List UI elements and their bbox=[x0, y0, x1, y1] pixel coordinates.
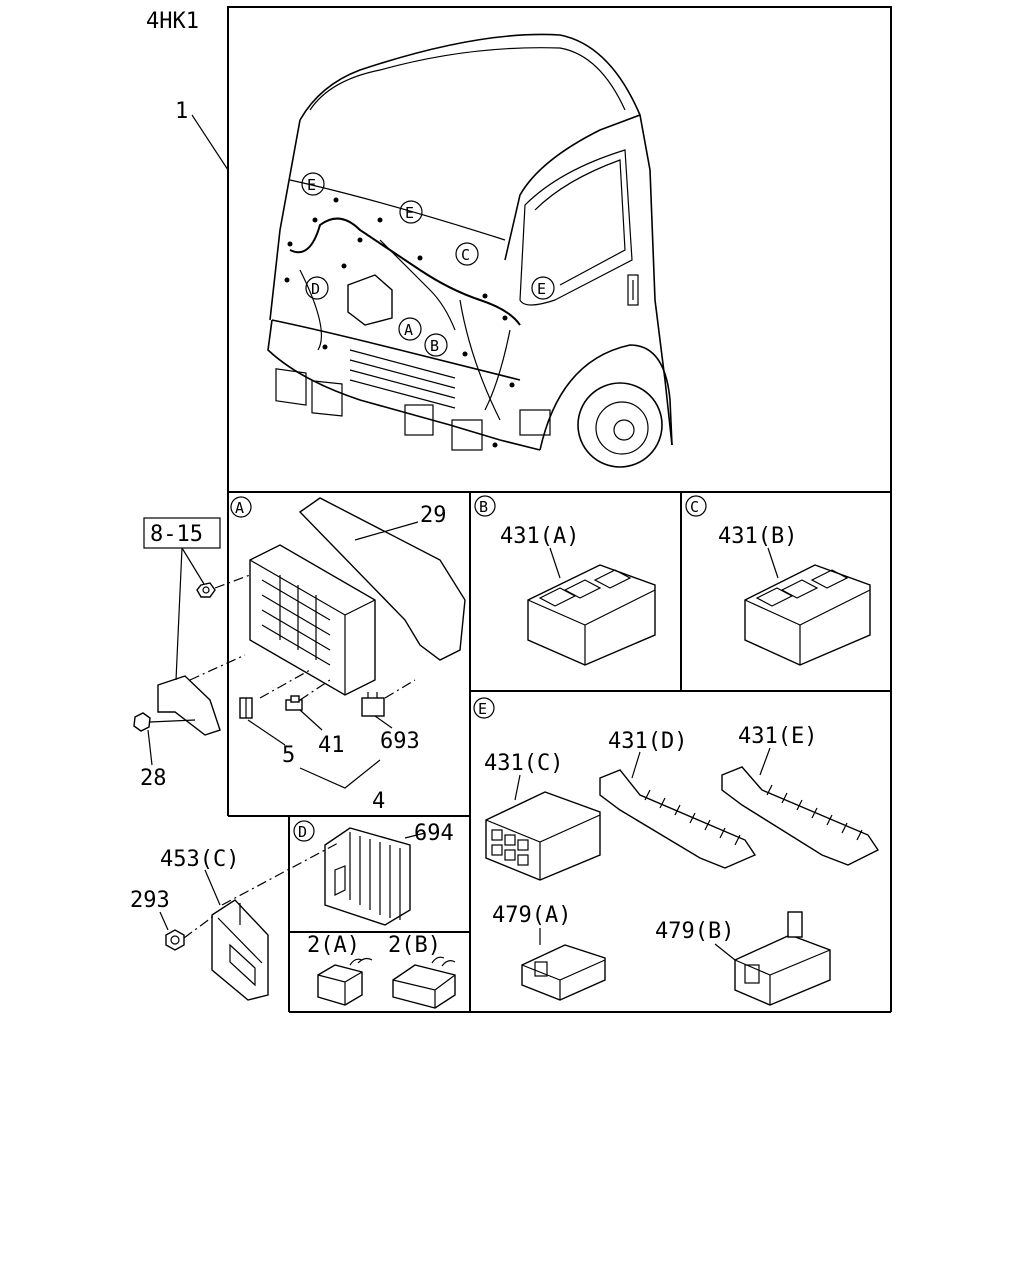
connector-431D bbox=[599, 769, 757, 869]
svg-text:E: E bbox=[537, 280, 546, 298]
detail-marker-E-3: E bbox=[531, 276, 555, 300]
panel-C-marker: C bbox=[685, 495, 707, 517]
relay-2A bbox=[317, 957, 373, 1006]
svg-text:A: A bbox=[404, 321, 413, 339]
svg-text:E: E bbox=[478, 700, 487, 718]
detail-marker-D-1: D bbox=[305, 276, 329, 300]
svg-text:C: C bbox=[690, 498, 699, 516]
svg-text:D: D bbox=[311, 280, 320, 298]
callout-ecu-453C: 453(C) bbox=[160, 847, 239, 872]
detail-marker-C-1: C bbox=[455, 242, 479, 266]
callout-module-694: 694 bbox=[414, 821, 454, 846]
fuse-box-bracket bbox=[157, 675, 221, 736]
fuse-box bbox=[249, 544, 376, 696]
connector-479B bbox=[734, 911, 831, 1006]
callout-431A: 431(A) bbox=[500, 524, 579, 549]
callout-nut-293: 293 bbox=[130, 888, 170, 913]
connector-479A bbox=[521, 944, 606, 1001]
callout-ref-box: 8-15 bbox=[150, 522, 203, 547]
svg-text:C: C bbox=[461, 246, 470, 264]
callout-479B: 479(B) bbox=[655, 919, 734, 944]
callout-relay-2A: 2(A) bbox=[307, 933, 360, 958]
panel-E-marker: E bbox=[473, 697, 495, 719]
detail-marker-B-1: B bbox=[424, 333, 448, 357]
connector-431A bbox=[527, 564, 656, 666]
callout-fuse-41: 41 bbox=[318, 733, 345, 758]
detail-marker-A-1: A bbox=[398, 317, 422, 341]
panel-D-marker: D bbox=[293, 820, 315, 842]
fuse-box-cover bbox=[298, 497, 466, 661]
callout-bolt: 28 bbox=[140, 766, 167, 791]
callout-fuse-5: 5 bbox=[282, 743, 295, 768]
callout-479A: 479(A) bbox=[492, 903, 571, 928]
callout-fuse-cover: 29 bbox=[420, 503, 447, 528]
svg-text:E: E bbox=[405, 204, 414, 222]
fuse-5 bbox=[239, 697, 253, 719]
relay-693 bbox=[361, 692, 385, 717]
svg-text:B: B bbox=[430, 337, 439, 355]
mounting-nut bbox=[196, 582, 216, 598]
callout-431E: 431(E) bbox=[738, 724, 817, 749]
relay-2B bbox=[392, 956, 456, 1009]
callout-relay-693: 693 bbox=[380, 729, 420, 754]
harness-connectors bbox=[284, 197, 515, 448]
panel-frames bbox=[227, 6, 892, 1013]
callout-431B: 431(B) bbox=[718, 524, 797, 549]
module-694 bbox=[324, 827, 411, 926]
fuse-41 bbox=[285, 695, 303, 711]
panel-A-marker: A bbox=[230, 496, 252, 518]
callout-main-harness: 1 bbox=[175, 99, 188, 124]
truck-cab-illustration bbox=[267, 33, 673, 468]
connector-431B bbox=[744, 564, 871, 666]
nut-293 bbox=[165, 929, 185, 951]
bolt bbox=[133, 712, 196, 732]
callout-431D: 431(D) bbox=[608, 729, 687, 754]
svg-text:B: B bbox=[479, 498, 488, 516]
svg-text:D: D bbox=[298, 823, 307, 841]
callout-431C: 431(C) bbox=[484, 751, 563, 776]
engine-code-label: 4HK1 bbox=[146, 9, 199, 34]
svg-text:E: E bbox=[307, 176, 316, 194]
callout-fuse-4: 4 bbox=[372, 789, 385, 814]
detail-marker-E-2: E bbox=[399, 200, 423, 224]
svg-text:A: A bbox=[235, 499, 244, 517]
panel-B-marker: B bbox=[474, 495, 496, 517]
connector-431C bbox=[485, 791, 601, 881]
connector-431E bbox=[721, 766, 880, 866]
detail-marker-E-1: E bbox=[301, 172, 325, 196]
callout-relay-2B: 2(B) bbox=[388, 933, 441, 958]
ecu-453C bbox=[211, 899, 269, 1001]
